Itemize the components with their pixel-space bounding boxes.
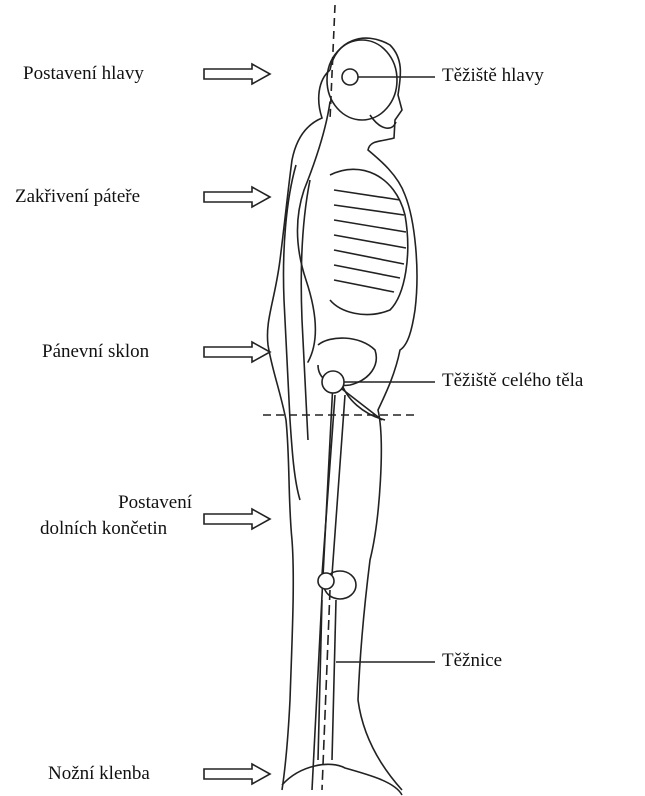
body-center-of-gravity <box>322 371 344 393</box>
label-lower-limbs-line1: Postavení <box>40 492 192 514</box>
arrow-foot-arch <box>204 764 270 784</box>
label-head-position: Postavení hlavy <box>23 63 144 85</box>
arrow-pelvic-tilt <box>204 342 270 362</box>
label-head-cog: Těžiště hlavy <box>442 65 544 87</box>
femur <box>322 395 345 575</box>
skull <box>327 40 397 120</box>
label-pelvic-tilt: Pánevní sklon <box>42 341 149 363</box>
ribs <box>334 190 406 292</box>
arrow-spine-curvature <box>204 187 270 207</box>
label-spine-curvature: Zakřivení páteře <box>15 186 140 208</box>
label-body-cog: Těžiště celého těla <box>442 370 583 392</box>
plumb-line-dashed <box>322 590 330 790</box>
label-foot-arch: Nožní klenba <box>48 763 150 785</box>
foot <box>282 764 402 795</box>
knee-marker <box>318 573 334 589</box>
label-plumb-line: Těžnice <box>442 650 502 672</box>
label-lower-limbs-line2: dolních končetin <box>40 518 167 540</box>
head-center-of-gravity <box>342 69 358 85</box>
arrow-head-position <box>204 64 270 84</box>
arrow-lower-limbs <box>204 509 270 529</box>
